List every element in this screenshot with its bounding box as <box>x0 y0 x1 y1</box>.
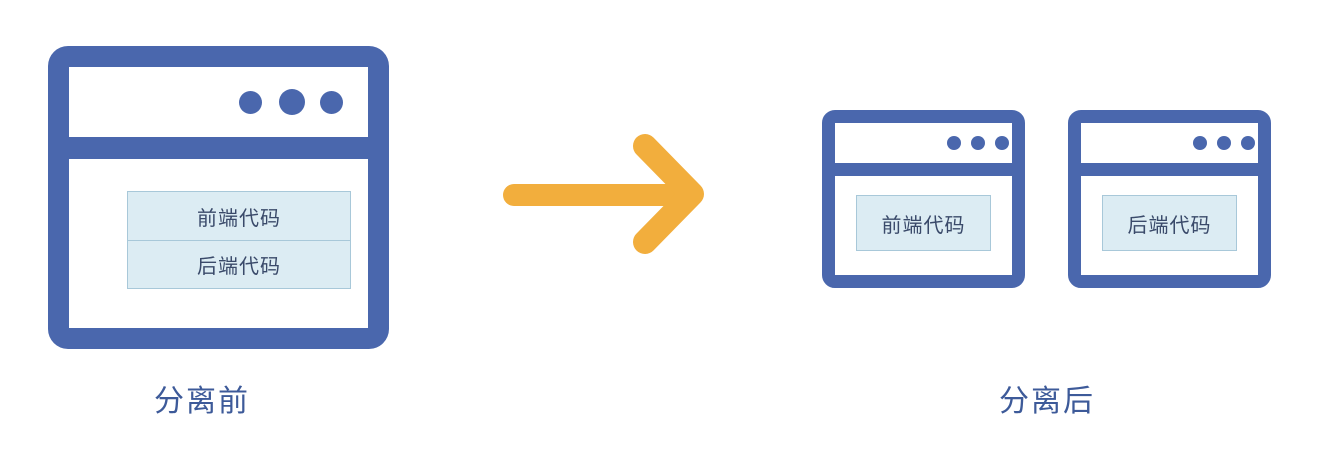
window-dot-icon <box>1193 136 1207 150</box>
window-dot-icon <box>995 136 1009 150</box>
backend-code-block: 后端代码 <box>127 241 351 289</box>
caption-before: 分离前 <box>154 384 250 419</box>
window-dot-icon <box>239 91 262 114</box>
window-dot-icon <box>1217 136 1231 150</box>
window-titlebar <box>1081 123 1258 176</box>
window-backend: 后端代码 <box>1068 110 1271 288</box>
frontend-code-block: 前端代码 <box>856 195 991 251</box>
window-dot-icon <box>320 91 343 114</box>
window-dot-icon <box>279 89 305 115</box>
window-titlebar <box>69 67 368 159</box>
window-dot-icon <box>1241 136 1255 150</box>
window-frontend: 前端代码 <box>822 110 1025 288</box>
backend-code-block: 后端代码 <box>1102 195 1237 251</box>
window-dot-icon <box>971 136 985 150</box>
window-before-separation: 前端代码 后端代码 <box>48 46 389 349</box>
caption-after: 分离后 <box>999 384 1095 419</box>
window-dot-icon <box>947 136 961 150</box>
window-titlebar <box>835 123 1012 176</box>
arrow-right-icon <box>503 134 704 254</box>
frontend-code-block: 前端代码 <box>127 191 351 241</box>
